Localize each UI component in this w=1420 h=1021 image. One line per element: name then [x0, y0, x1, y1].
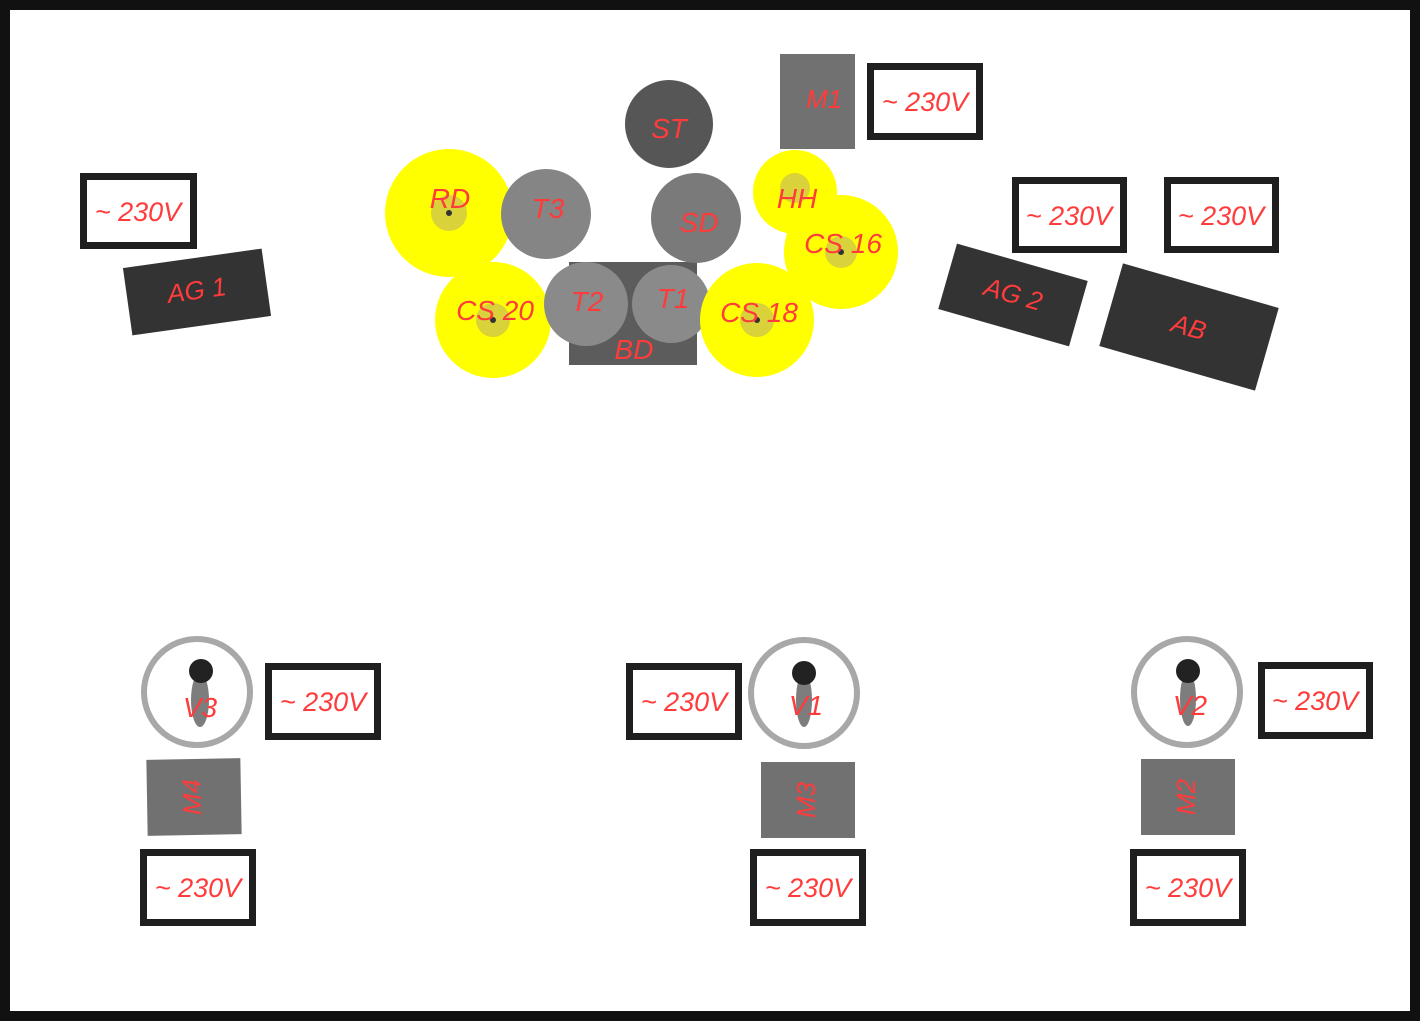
- crash-16-label: CS 16: [804, 228, 882, 259]
- power-outlet-v1: ~ 230V: [626, 663, 742, 740]
- snare-drum: SD: [651, 173, 741, 263]
- floor-tom-3: T3: [501, 169, 591, 259]
- power-m4-label: ~ 230V: [155, 873, 244, 903]
- monitor-m4-label: M4: [177, 779, 208, 816]
- vocal-mic-v2-label: V2: [1173, 690, 1208, 721]
- power-ag1-label: ~ 230V: [95, 197, 184, 227]
- power-outlet-m4: ~ 230V: [140, 849, 256, 926]
- guitar-amp-ag2: AG 2: [938, 243, 1088, 347]
- drum-stool-label: ST: [651, 113, 689, 144]
- crash-20-label: CS 20: [456, 295, 534, 326]
- power-outlet-v3: ~ 230V: [265, 663, 381, 740]
- power-ab-label: ~ 230V: [1178, 201, 1267, 231]
- tom-3-label: T3: [532, 193, 565, 224]
- power-outlet-m2: ~ 230V: [1130, 849, 1246, 926]
- bass-amp-ab: AB: [1099, 263, 1279, 391]
- tom-1-label: T1: [657, 283, 690, 314]
- power-outlet-ag1: ~ 230V: [80, 173, 197, 249]
- vocal-mic-v3-label: V3: [183, 692, 218, 723]
- snare-drum-label: SD: [680, 207, 719, 238]
- power-outlet-v2: ~ 230V: [1258, 662, 1373, 739]
- ride-cymbal-label: RD: [430, 183, 470, 214]
- drum-stool: ST: [625, 80, 713, 168]
- power-v1-label: ~ 230V: [641, 687, 730, 717]
- guitar-amp-ag1: AG 1: [122, 248, 272, 336]
- power-outlet-m1: ~ 230V: [867, 63, 983, 140]
- tom-2: [544, 262, 628, 346]
- power-ag2-label: ~ 230V: [1026, 201, 1115, 231]
- power-m3-label: ~ 230V: [765, 873, 854, 903]
- crash-cymbal-16: [784, 195, 898, 309]
- power-outlet-m3: ~ 230V: [750, 849, 866, 926]
- monitor-m2-label: M2: [1171, 778, 1201, 815]
- crash-cymbal-18: CS 18: [700, 263, 814, 377]
- monitor-m2: M2: [1141, 759, 1235, 835]
- monitor-m3: M3: [761, 762, 855, 838]
- crash-cymbal-20: [435, 262, 551, 378]
- power-v3-label: ~ 230V: [280, 687, 369, 717]
- vocal-mic-v3: V3: [141, 636, 253, 748]
- vocal-mic-v1: V1: [748, 637, 860, 749]
- ride-cymbal: [385, 149, 513, 277]
- crash-18-label: CS 18: [720, 297, 798, 328]
- bass-drum-label: BD: [615, 334, 654, 365]
- monitor-m4: M4: [146, 758, 242, 836]
- power-outlet-ab: ~ 230V: [1164, 177, 1279, 253]
- power-outlet-ag2: ~ 230V: [1012, 177, 1127, 253]
- vocal-mic-v2: V2: [1131, 636, 1243, 748]
- tom-2-label: T2: [571, 286, 604, 317]
- monitor-m3-label: M3: [791, 781, 821, 818]
- monitor-m1-label: M1: [806, 84, 842, 114]
- tom-1: T1: [632, 265, 710, 343]
- power-m1-label: ~ 230V: [882, 87, 971, 117]
- power-v2-label: ~ 230V: [1272, 686, 1361, 716]
- hi-hat-label: HH: [777, 183, 818, 214]
- monitor-m1: M1: [780, 54, 855, 149]
- vocal-mic-v1-label: V1: [789, 690, 823, 721]
- power-m2-label: ~ 230V: [1145, 873, 1234, 903]
